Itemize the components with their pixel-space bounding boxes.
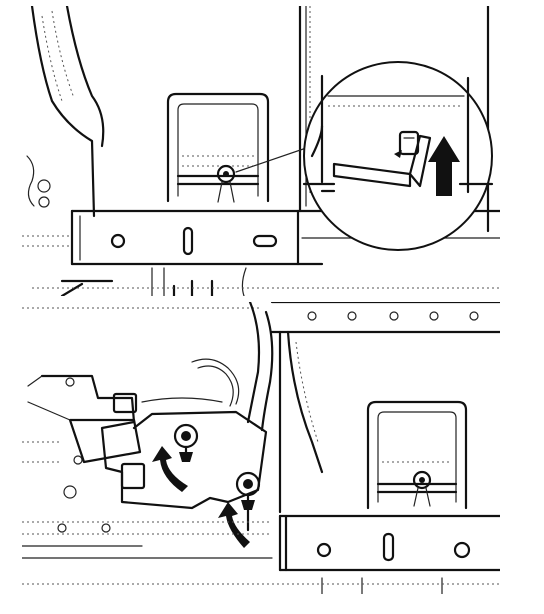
hex-key-icon	[332, 134, 432, 188]
bottom-panel-bracket-detail	[22, 302, 500, 594]
screw-icon	[394, 130, 420, 158]
hinge-bracket	[22, 374, 268, 510]
top-strip	[22, 302, 500, 334]
screw-icon	[173, 423, 199, 462]
direction-arrow-icon	[428, 136, 460, 196]
direction-arrow-icon	[152, 446, 188, 492]
top-panel-drawing	[22, 6, 500, 296]
bottom-panel-drawing	[22, 302, 500, 594]
top-panel-latch-detail	[22, 6, 500, 296]
mounting-rail	[22, 514, 500, 594]
lower-frame-details	[32, 267, 500, 296]
frame-verticals	[278, 330, 324, 514]
latch-housing	[366, 400, 468, 510]
direction-arrow-icon	[218, 502, 250, 548]
mounting-rail	[22, 209, 500, 266]
magnifier-callout-icon	[302, 61, 494, 251]
latch-screw-icon	[216, 164, 236, 203]
screw-icon	[235, 471, 261, 532]
latch-housing	[166, 92, 270, 203]
cabinet-side-edge	[26, 6, 105, 218]
callout-leader-line	[235, 145, 313, 173]
hinge-arm	[141, 302, 274, 432]
